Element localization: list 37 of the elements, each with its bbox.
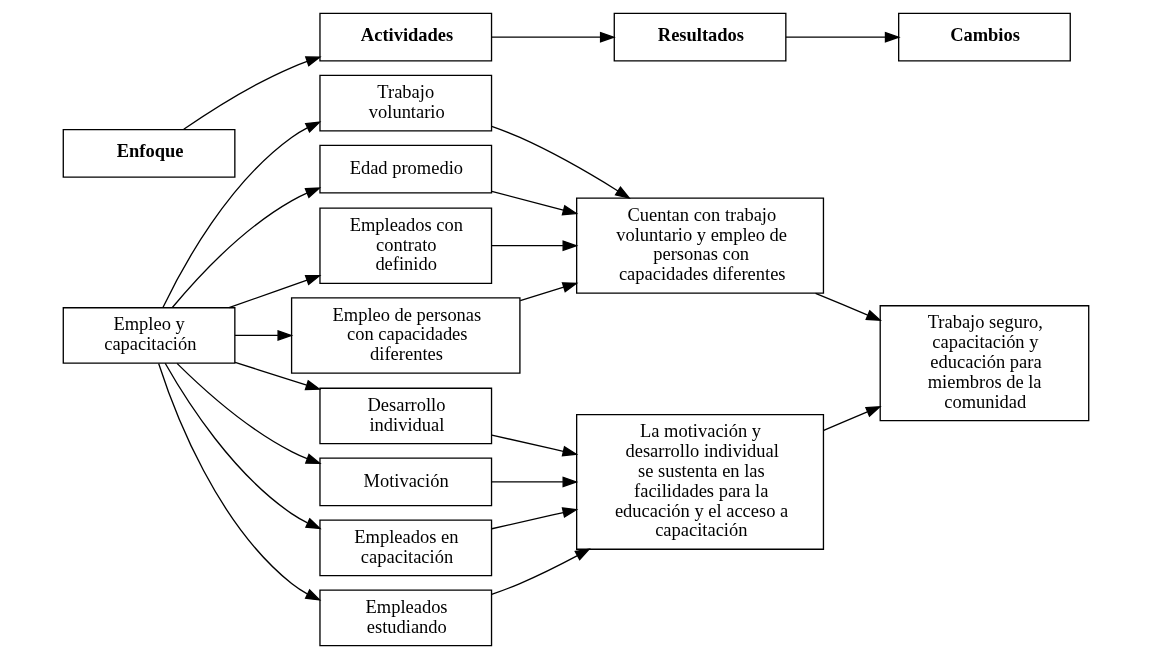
node-box: Resultados	[613, 12, 787, 62]
arrow	[183, 56, 322, 130]
arrow	[491, 125, 631, 200]
arrow	[491, 476, 579, 488]
node-box: Empleo de personas con capacidades diferentes	[290, 297, 521, 374]
arrow	[176, 362, 322, 465]
arrow	[164, 362, 322, 530]
node-box: Empleados con contrato definido	[319, 207, 493, 284]
node-box: Actividades	[319, 12, 493, 62]
arrow	[785, 31, 901, 43]
arrow	[491, 31, 616, 43]
node-box: Empleados en capacitación	[319, 519, 493, 577]
node-box: Enfoque	[62, 128, 236, 178]
node-box: Motivación	[319, 457, 493, 507]
arrow	[814, 292, 882, 321]
arrow	[519, 282, 579, 302]
node-box: Empleo y capacitación	[62, 307, 236, 364]
arrow	[491, 190, 579, 216]
node-box: La motivación y desarrollo individual se sustenta en las facilidades para la educación y el acceso a capacitación	[576, 413, 825, 550]
arrow	[234, 361, 322, 391]
node-box: Trabajo seguro, capacitación y educación para miembros de la comunidad	[879, 305, 1090, 422]
arrow	[228, 275, 322, 309]
arrow	[491, 434, 579, 457]
arrow	[234, 329, 294, 341]
arrow	[162, 121, 322, 309]
node-box: Desarrollo individual	[319, 387, 493, 445]
node-box: Cuentan con trabajo voluntario y empleo de personas con capacidades diferentes	[576, 197, 825, 294]
arrow	[491, 240, 579, 252]
node-box: Edad promedio	[319, 144, 493, 194]
arrow	[491, 507, 579, 530]
node-box: Empleados estudiando	[319, 589, 493, 647]
node-box: Trabajo voluntario	[319, 74, 493, 132]
node-box: Cambios	[898, 12, 1071, 62]
arrow	[158, 362, 322, 601]
arrow	[171, 187, 322, 309]
arrow	[490, 548, 591, 596]
arrow	[823, 405, 882, 431]
